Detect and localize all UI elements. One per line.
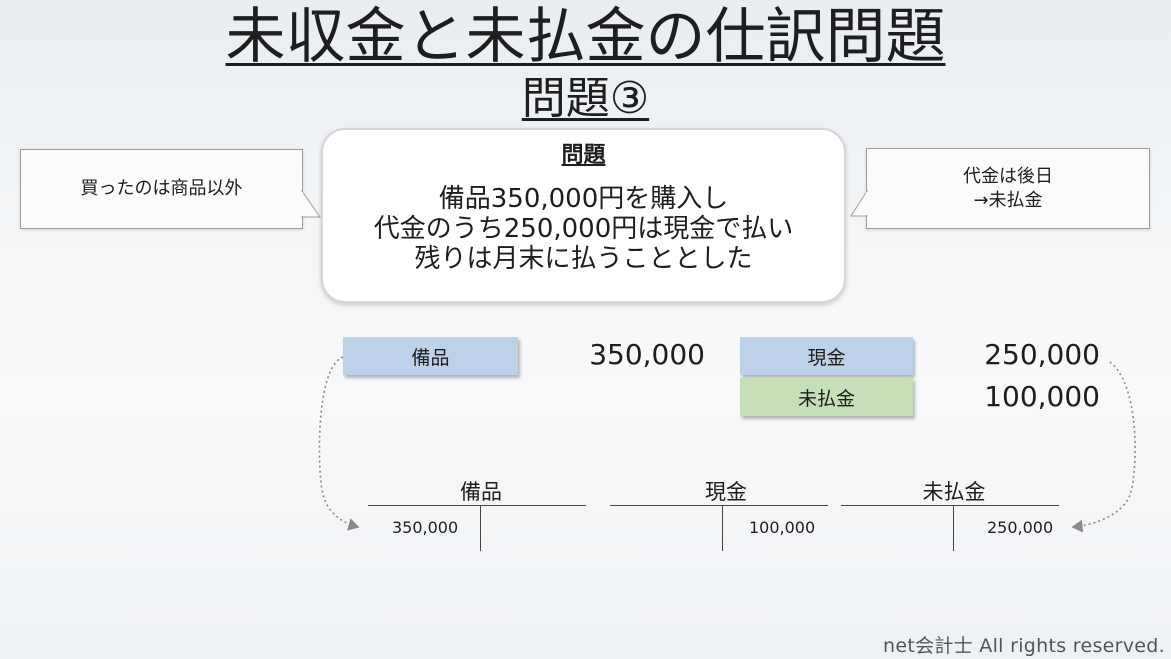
page-subtitle-text: 問題③ xyxy=(521,73,650,124)
problem-box: 問題 備品350,000円を購入し 代金のうち250,000円は現金で払い 残り… xyxy=(321,128,846,303)
credit-account-payable-box: 未払金 xyxy=(740,378,913,416)
t-account-equipment-hline xyxy=(368,505,586,506)
t-account-equipment-title: 備品 xyxy=(460,480,502,504)
debit-amount: 350,000 xyxy=(589,338,705,371)
credit-amount-cash: 250,000 xyxy=(984,338,1100,371)
problem-heading: 問題 xyxy=(561,143,606,168)
t-account-payable-vline xyxy=(953,505,954,551)
credit-amount-payable: 100,000 xyxy=(984,380,1100,413)
t-account-cash-title: 現金 xyxy=(705,480,747,504)
debit-connector-arrow xyxy=(318,356,360,531)
t-account-cash-credit: 100,000 xyxy=(749,518,816,537)
page-title-text: 未収金と未払金の仕訳問題 xyxy=(225,2,946,72)
t-account-cash-hline xyxy=(610,505,828,506)
credit-connector-arrow xyxy=(1071,361,1136,533)
page-title: 未収金と未払金の仕訳問題 xyxy=(0,2,1171,72)
credit-account-cash-box: 現金 xyxy=(740,337,913,375)
right-callout: 代金は後日 →未払金 xyxy=(866,148,1150,229)
t-account-equipment-debit: 350,000 xyxy=(392,518,459,537)
t-account-cash-vline xyxy=(722,505,723,551)
debit-account-box: 備品 xyxy=(343,337,518,375)
t-account-payable-title: 未払金 xyxy=(922,480,986,504)
left-callout-tail xyxy=(301,189,321,218)
t-account-payable-hline xyxy=(841,505,1059,506)
t-account-payable-credit: 250,000 xyxy=(987,518,1054,537)
problem-text: 備品350,000円を購入し 代金のうち250,000円は現金で払い 残りは月末… xyxy=(373,184,794,274)
page-subtitle: 問題③ xyxy=(0,72,1171,126)
right-callout-tail xyxy=(850,189,868,217)
left-callout: 買ったのは商品以外 xyxy=(20,149,303,229)
t-account-equipment-vline xyxy=(480,505,481,551)
copyright-footer: net会計士 All rights reserved. xyxy=(882,635,1165,657)
